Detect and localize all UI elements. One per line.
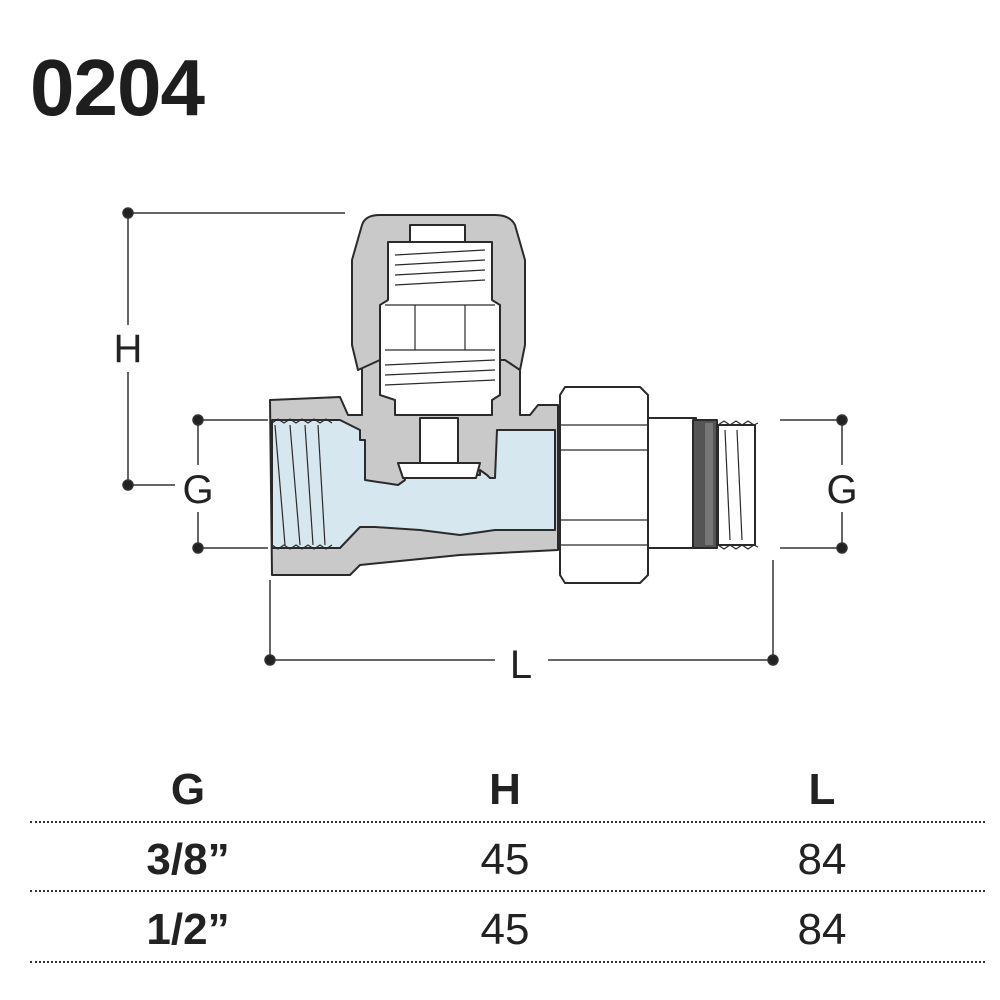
header-h: H — [489, 765, 521, 814]
dim-label-g-left: G — [182, 468, 213, 512]
dim-label-h: H — [114, 327, 143, 371]
divider — [30, 890, 985, 892]
valve-body — [269, 214, 759, 584]
divider — [30, 961, 985, 963]
cell-g: 3/8” — [146, 835, 230, 884]
header-g: G — [170, 765, 206, 814]
product-code: 0204 — [30, 43, 205, 132]
cell-h: 45 — [480, 835, 530, 884]
cell-l: 84 — [797, 835, 847, 884]
table-row: 3/8” 45 84 — [0, 835, 955, 895]
dim-label-l: L — [510, 643, 532, 687]
table-header-row: G H L — [0, 765, 955, 825]
divider — [30, 821, 985, 823]
header-l: L — [808, 765, 836, 814]
cell-h: 45 — [480, 905, 530, 954]
table-row: 1/2” 45 84 — [0, 905, 955, 965]
cell-l: 84 — [797, 905, 847, 954]
cell-g: 1/2” — [146, 905, 230, 954]
dimension-lines — [122, 207, 848, 666]
dim-label-g-right: G — [826, 468, 857, 512]
